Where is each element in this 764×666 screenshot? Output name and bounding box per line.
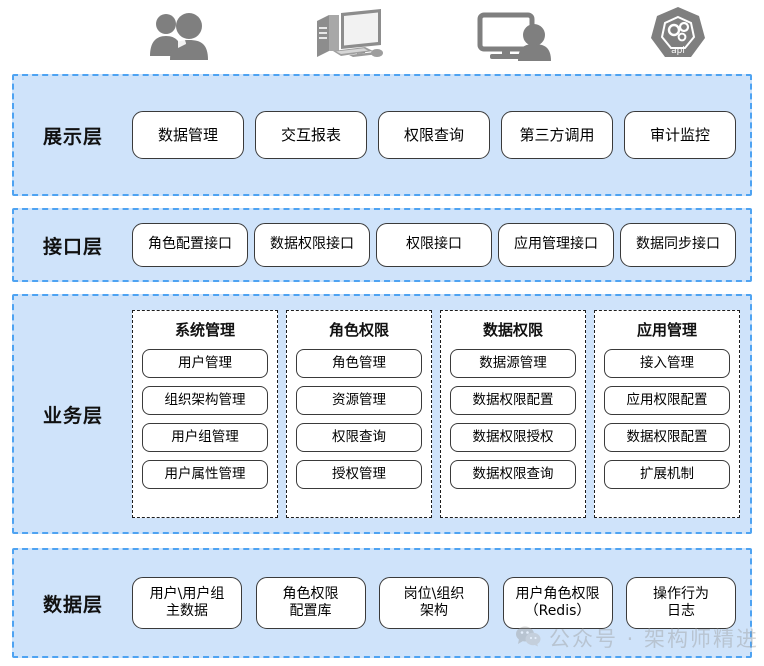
presentation-layer-nodes: 数据管理 交互报表 权限查询 第三方调用 审计监控 — [132, 111, 750, 159]
interface-node[interactable]: 数据同步接口 — [620, 223, 736, 267]
presentation-node[interactable]: 交互报表 — [255, 111, 367, 159]
data-layer-label: 数据层 — [42, 593, 103, 616]
group-title: 系统管理 — [174, 321, 235, 339]
business-node[interactable]: 授权管理 — [296, 460, 422, 489]
business-node[interactable]: 组织架构管理 — [142, 386, 268, 415]
business-node[interactable]: 数据权限配置 — [604, 423, 730, 452]
group-title: 数据权限 — [482, 321, 543, 339]
presentation-node[interactable]: 第三方调用 — [501, 111, 613, 159]
interface-node[interactable]: 角色配置接口 — [132, 223, 248, 267]
presentation-node[interactable]: 数据管理 — [132, 111, 244, 159]
business-node[interactable]: 数据权限查询 — [450, 460, 576, 489]
business-node[interactable]: 角色管理 — [296, 349, 422, 378]
interface-layer-nodes: 角色配置接口 数据权限接口 权限接口 应用管理接口 数据同步接口 — [132, 223, 750, 267]
business-node[interactable]: 接入管理 — [604, 349, 730, 378]
business-layer-panel: 业务层 系统管理 用户管理 组织架构管理 用户组管理 用户属性管理 角色权限 角… — [12, 294, 752, 534]
interface-node[interactable]: 数据权限接口 — [254, 223, 370, 267]
business-node[interactable]: 数据权限授权 — [450, 423, 576, 452]
business-node[interactable]: 数据权限配置 — [450, 386, 576, 415]
business-node[interactable]: 应用权限配置 — [604, 386, 730, 415]
data-node[interactable]: 岗位\组织 架构 — [379, 577, 489, 629]
business-node[interactable]: 用户属性管理 — [142, 460, 268, 489]
data-node[interactable]: 角色权限 配置库 — [255, 577, 366, 629]
data-node[interactable]: 操作行为 日志 — [626, 577, 736, 629]
business-node[interactable]: 权限查询 — [296, 423, 422, 452]
business-node[interactable]: 用户管理 — [142, 349, 268, 378]
interface-layer-label: 接口层 — [42, 235, 103, 258]
presentation-layer-label: 展示层 — [42, 125, 103, 148]
data-layer-nodes: 用户\用户组 主数据 角色权限 配置库 岗位\组织 架构 用户角色权限 （Red… — [132, 577, 750, 629]
business-node[interactable]: 资源管理 — [296, 386, 422, 415]
data-layer-panel: 数据层 用户\用户组 主数据 角色权限 配置库 岗位\组织 架构 用户角色权限 … — [12, 548, 752, 658]
presentation-layer-panel: 展示层 数据管理 交互报表 权限查询 第三方调用 审计监控 — [12, 74, 752, 196]
interface-node[interactable]: 应用管理接口 — [498, 223, 614, 267]
workstation-user-icon — [458, 4, 578, 68]
group-title: 角色权限 — [328, 321, 389, 339]
group-title: 应用管理 — [636, 321, 697, 339]
api-icon-label: api — [671, 46, 685, 56]
business-node[interactable]: 扩展机制 — [604, 460, 730, 489]
business-group-application-management: 应用管理 接入管理 应用权限配置 数据权限配置 扩展机制 — [594, 310, 740, 518]
business-node[interactable]: 数据源管理 — [450, 349, 576, 378]
data-node[interactable]: 用户角色权限 （Redis） — [502, 577, 613, 629]
api-icon: api — [618, 4, 738, 68]
business-layer-groups: 系统管理 用户管理 组织架构管理 用户组管理 用户属性管理 角色权限 角色管理 … — [132, 310, 750, 518]
business-group-data-permission: 数据权限 数据源管理 数据权限配置 数据权限授权 数据权限查询 — [440, 310, 586, 518]
presentation-node[interactable]: 审计监控 — [624, 111, 736, 159]
business-layer-label: 业务层 — [42, 404, 103, 427]
data-node[interactable]: 用户\用户组 主数据 — [132, 577, 242, 629]
interface-node[interactable]: 权限接口 — [376, 223, 492, 267]
desktop-computer-icon — [288, 4, 408, 68]
business-group-system-management: 系统管理 用户管理 组织架构管理 用户组管理 用户属性管理 — [132, 310, 278, 518]
business-group-role-permission: 角色权限 角色管理 资源管理 权限查询 授权管理 — [286, 310, 432, 518]
business-node[interactable]: 用户组管理 — [142, 423, 268, 452]
users-icon — [120, 4, 240, 68]
top-icon-strip: api — [0, 0, 764, 72]
interface-layer-panel: 接口层 角色配置接口 数据权限接口 权限接口 应用管理接口 数据同步接口 — [12, 208, 752, 282]
presentation-node[interactable]: 权限查询 — [378, 111, 490, 159]
